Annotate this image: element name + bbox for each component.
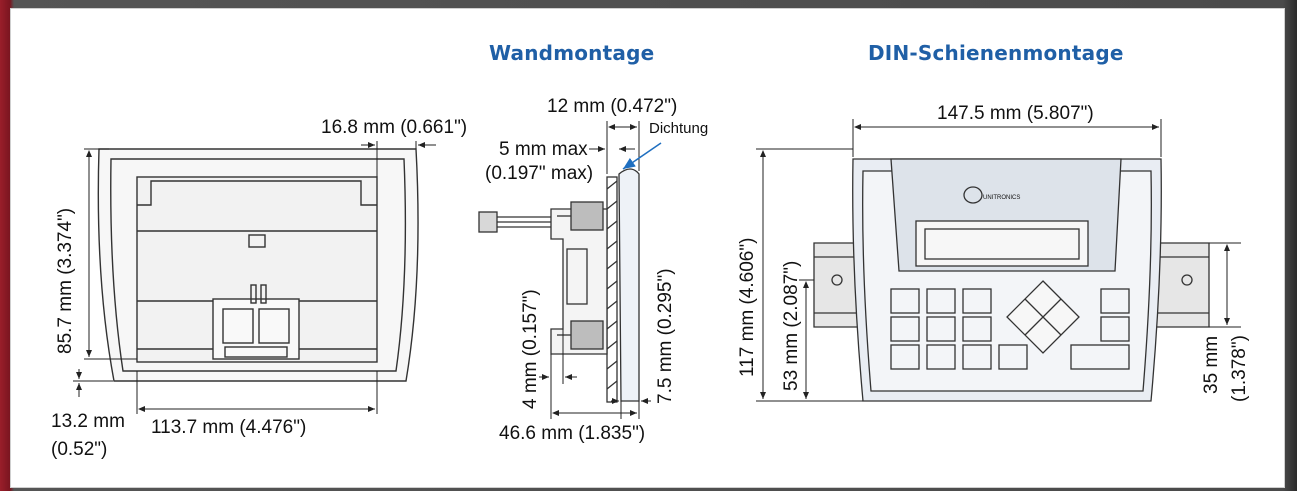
din-rail-offset-label: 53 mm (2.087") [781, 261, 802, 391]
din-rail-height-mm-label: 35 mm [1201, 336, 1222, 394]
front-offset-top-right-label: 16.8 mm (0.661") [321, 117, 467, 138]
front-height-label: 85.7 mm (3.374") [55, 208, 76, 354]
drawings-svg: 16.8 mm (0.661") 85.7 mm (3.374") 13.2 m… [51, 96, 1250, 460]
din-brand-label: UNITRONICS [983, 195, 1020, 201]
side-max-thickness-in-label: (0.197" max) [485, 163, 593, 184]
din-rail-drawing [813, 158, 1210, 402]
drawing-panel: Wandmontage DIN-Schienenmontage [10, 8, 1285, 488]
heading-wall-mount: Wandmontage [489, 41, 655, 65]
side-small-gap-label: 4 mm (0.157") [520, 289, 541, 409]
side-view-drawing [478, 168, 640, 403]
din-width-label: 147.5 mm (5.807") [937, 103, 1094, 124]
front-width-label: 113.7 mm (4.476") [151, 417, 306, 438]
front-offset-bottom-left-in-label: (0.52") [51, 439, 107, 460]
gasket-arrow [622, 142, 662, 170]
side-max-thickness-mm-label: 5 mm max [499, 139, 588, 160]
side-panel-gap-label: 7.5 mm (0.295") [655, 268, 676, 404]
heading-din-rail-mount: DIN-Schienenmontage [868, 41, 1124, 65]
din-height-label: 117 mm (4.606") [737, 238, 758, 377]
din-rail-height-in-label: (1.378") [1229, 335, 1250, 402]
din-rail-dimensions [756, 119, 1241, 402]
front-view-dimensions [73, 141, 436, 414]
front-view-drawing [97, 148, 419, 382]
side-depth-label: 46.6 mm (1.835") [499, 423, 645, 444]
front-offset-bottom-left-mm-label: 13.2 mm [51, 411, 125, 432]
side-top-width-label: 12 mm (0.472") [547, 96, 677, 117]
gasket-label: Dichtung [649, 120, 708, 137]
side-view-dimensions [539, 121, 651, 419]
